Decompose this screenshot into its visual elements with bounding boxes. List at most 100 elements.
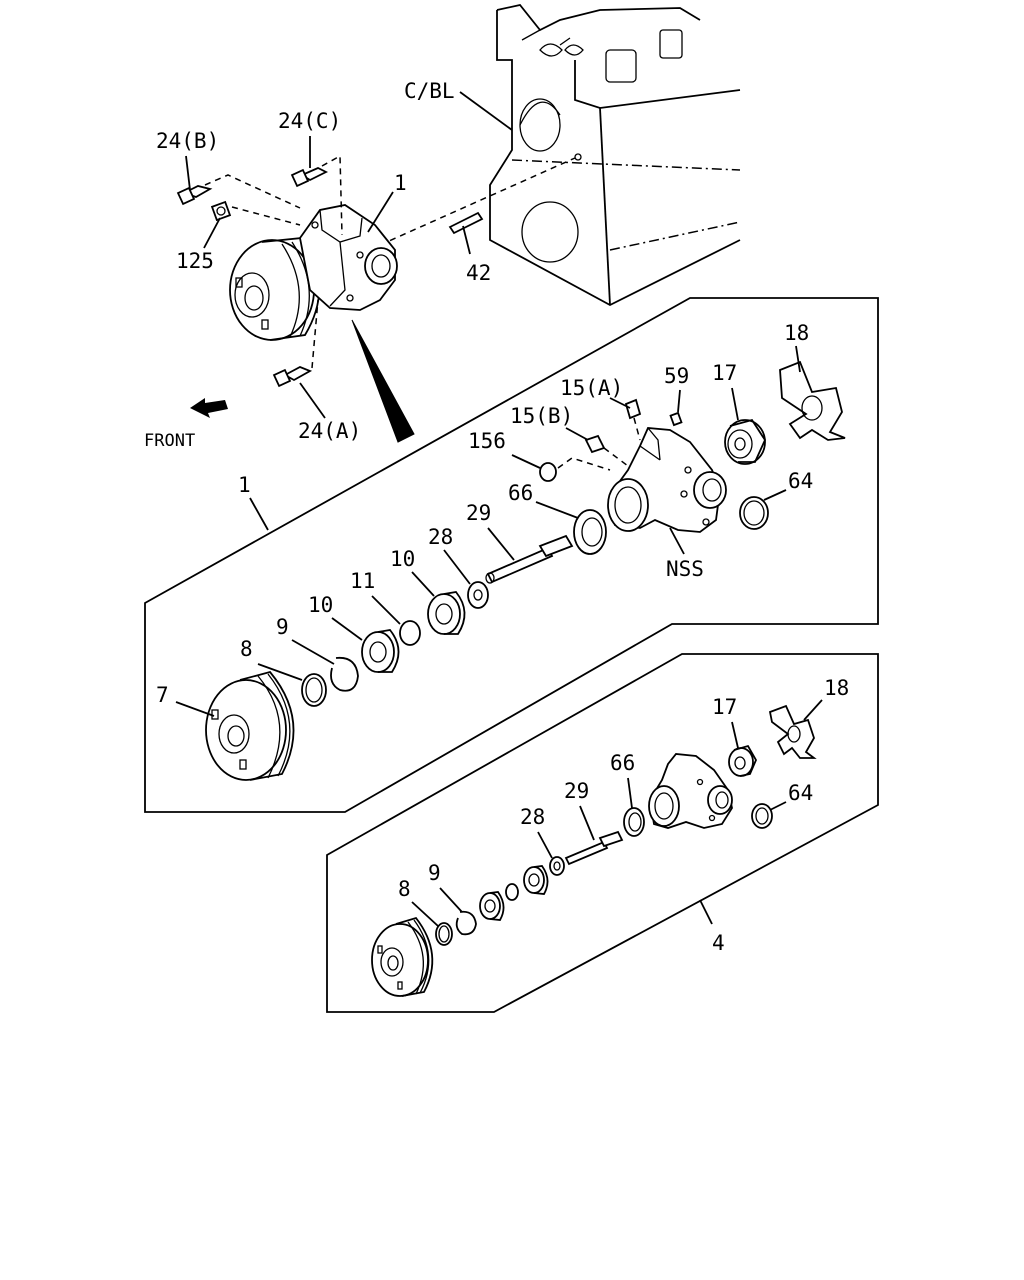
exploded-view-frame-1 <box>144 297 879 813</box>
label-17b: 17 <box>712 695 737 719</box>
front-arrow-icon <box>190 398 228 418</box>
label-66a: 66 <box>508 481 533 505</box>
washer-28 <box>467 581 489 609</box>
shaft-29-lower <box>564 830 624 866</box>
label-11: 11 <box>350 569 375 593</box>
nut-125 <box>210 200 232 222</box>
label-15b: 15(B) <box>510 404 573 428</box>
seal-unit-17 <box>724 418 767 465</box>
leader-18a <box>795 345 801 373</box>
leader-42 <box>462 225 471 255</box>
label-156: 156 <box>468 429 506 453</box>
label-24a: 24(A) <box>298 419 361 443</box>
leader-10a <box>331 617 363 641</box>
label-15a: 15(A) <box>560 376 623 400</box>
leader-17b <box>731 721 739 749</box>
impeller-18-lower <box>768 704 817 759</box>
pulley-7 <box>205 670 295 781</box>
bearing-10-rear <box>427 591 466 635</box>
phantom-125 <box>231 206 301 226</box>
leader-64a <box>763 489 787 501</box>
spacer-11 <box>399 620 421 646</box>
label-66b: 66 <box>610 751 635 775</box>
label-18b: 18 <box>824 676 849 700</box>
label-1-box: 1 <box>238 473 251 497</box>
leader-66a <box>535 501 579 519</box>
snap-ring-9-lower <box>455 910 477 936</box>
pump-housing-lower <box>648 753 733 829</box>
leader-156 <box>511 454 541 469</box>
label-4: 4 <box>712 931 725 955</box>
label-29b: 29 <box>564 779 589 803</box>
leader-8a <box>257 663 303 681</box>
label-42: 42 <box>466 261 491 285</box>
label-8b: 8 <box>398 877 411 901</box>
label-8a: 8 <box>240 637 253 661</box>
snap-ring-9 <box>330 656 359 692</box>
front-label: FRONT <box>144 431 195 451</box>
seal-66 <box>573 509 607 555</box>
leader-15a <box>609 397 631 409</box>
leader-59 <box>677 389 681 413</box>
leader-18b <box>803 699 823 721</box>
label-1-top: 1 <box>394 171 407 195</box>
washer-28-lower <box>549 856 565 876</box>
label-cbl: C/BL <box>404 79 455 103</box>
phantom-24b <box>204 174 301 209</box>
leader-7 <box>175 701 215 717</box>
o-ring-64-lower <box>751 803 773 829</box>
fitting-15b <box>584 434 606 454</box>
bolt-24a <box>272 366 313 388</box>
bearing-10-front <box>361 629 400 673</box>
shaft-29 <box>485 534 574 584</box>
leader-17a <box>731 387 739 421</box>
pulley-lower <box>371 916 434 997</box>
leader-66b <box>627 777 633 809</box>
bolt-24b <box>176 185 213 206</box>
leader-24a <box>299 382 326 419</box>
leader-64b <box>769 801 787 811</box>
leader-125 <box>203 217 221 249</box>
plug-156 <box>539 462 557 482</box>
leader-nss <box>669 527 685 555</box>
leader-1-top <box>367 191 394 233</box>
pump-housing-nss <box>607 427 727 533</box>
pin-59 <box>669 411 683 427</box>
leader-15b <box>565 427 589 441</box>
label-59: 59 <box>664 364 689 388</box>
impeller-18 <box>779 360 846 441</box>
label-64b: 64 <box>788 781 813 805</box>
label-7: 7 <box>156 683 169 707</box>
cylinder-block-outline <box>379 4 741 307</box>
label-28a: 28 <box>428 525 453 549</box>
leader-9b <box>439 887 463 913</box>
label-18a: 18 <box>784 321 809 345</box>
label-9b: 9 <box>428 861 441 885</box>
leader-28b <box>537 831 553 859</box>
leader-29a <box>487 527 515 561</box>
leader-1-box <box>249 497 269 531</box>
water-pump-assembly-top <box>229 204 398 341</box>
leader-8b <box>411 901 439 927</box>
fitting-15a <box>624 398 642 420</box>
exploded-view-frame-4 <box>326 653 879 1013</box>
label-10a: 10 <box>308 593 333 617</box>
leader-10b <box>411 571 435 597</box>
label-28b-text: 28 <box>520 805 545 829</box>
leader-28a <box>443 549 471 585</box>
label-9a: 9 <box>276 615 289 639</box>
label-24b: 24(B) <box>156 129 219 153</box>
stud-42 <box>448 211 484 235</box>
phantom-24a <box>311 299 319 369</box>
bearing-front-lower <box>479 891 505 921</box>
leader-29b <box>579 805 595 841</box>
bearing-rear-lower <box>523 865 549 895</box>
leader-cbl <box>459 91 513 131</box>
leader-11 <box>371 595 401 625</box>
detail-pointer-arrow <box>351 319 415 443</box>
leader-9a <box>291 639 335 665</box>
label-64a: 64 <box>788 469 813 493</box>
label-nss: NSS <box>666 557 704 581</box>
bolt-24c <box>290 167 329 188</box>
